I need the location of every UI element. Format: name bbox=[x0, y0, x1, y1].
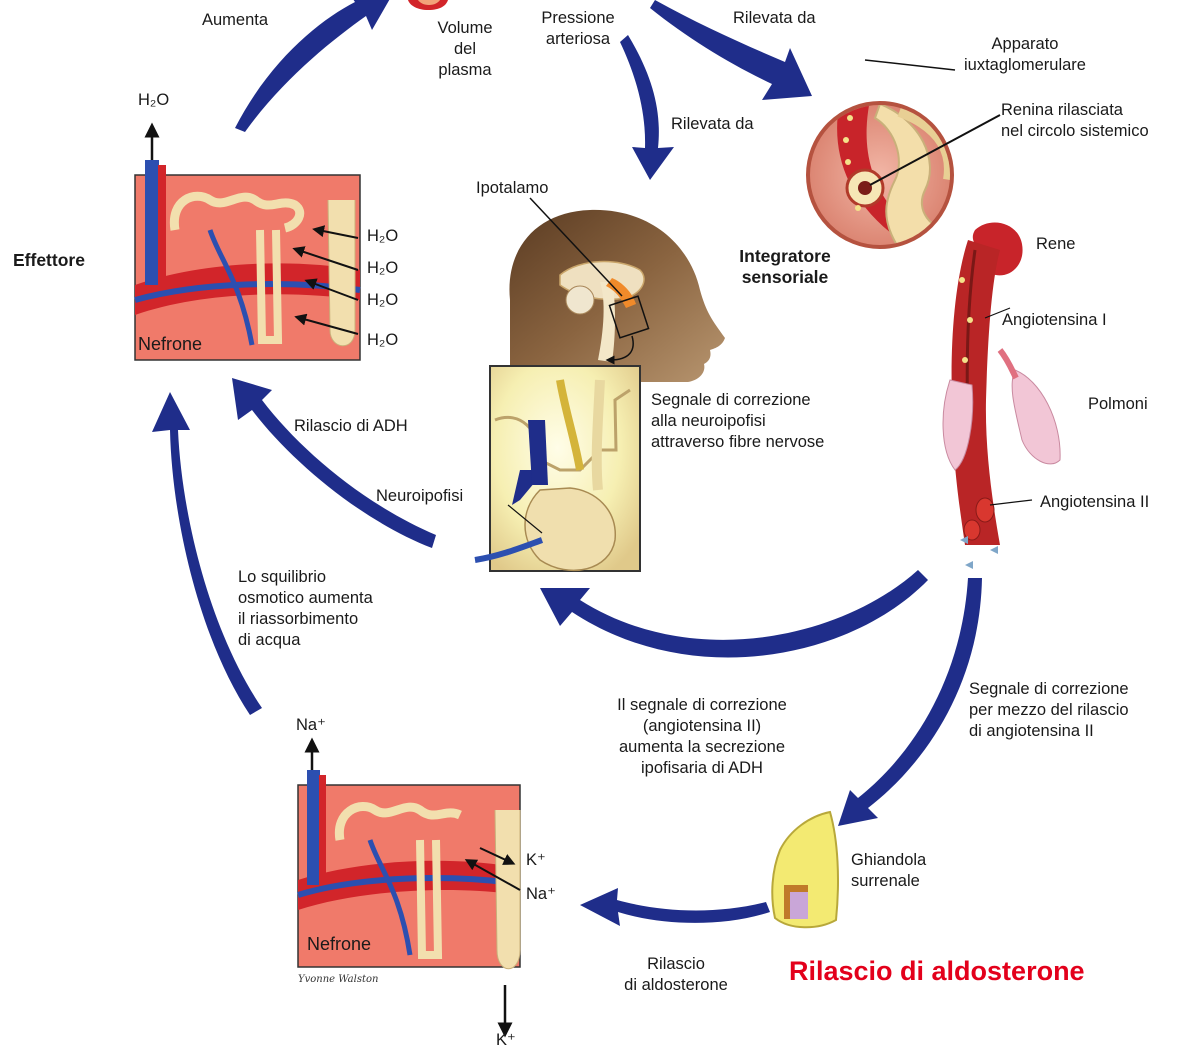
label-rilascio-aldosterone-highlight: Rilascio di aldosterone bbox=[789, 955, 1085, 987]
label-squilibrio-osmotico: Lo squilibrio osmotico aumenta il riasso… bbox=[238, 567, 373, 651]
nephron-top-illustration bbox=[135, 130, 360, 360]
label-rilascio-aldosterone: Rilascio di aldosterone bbox=[606, 954, 746, 996]
label-nefrone-bottom: Nefrone bbox=[307, 934, 371, 955]
label-rilascio-adh: Rilascio di ADH bbox=[294, 416, 408, 437]
adrenal-illustration bbox=[772, 812, 838, 927]
label-ipotalamo: Ipotalamo bbox=[476, 178, 548, 199]
label-renina: Renina rilasciata nel circolo sistemico bbox=[1001, 100, 1149, 142]
label-segnale-angiotensina-adh: Il segnale di correzione (angiotensina I… bbox=[592, 695, 812, 779]
label-pressione-arteriosa: Pressione arteriosa bbox=[528, 8, 628, 50]
head-illustration bbox=[509, 198, 725, 382]
label-integratore-sensoriale: Integratore sensoriale bbox=[730, 246, 840, 288]
label-angiotensina-2: Angiotensina II bbox=[1040, 492, 1149, 513]
label-apparato-iuxtaglomerulare: Apparato iuxtaglomerulare bbox=[940, 34, 1110, 76]
label-rene: Rene bbox=[1036, 234, 1075, 255]
label-polmoni: Polmoni bbox=[1088, 394, 1148, 415]
label-na-right: Na⁺ bbox=[526, 884, 556, 905]
label-rilevata-da-right: Rilevata da bbox=[733, 8, 816, 29]
arrow-left-up bbox=[152, 392, 262, 715]
label-h2o-4: H₂O bbox=[367, 330, 398, 351]
label-aumenta: Aumenta bbox=[202, 10, 268, 31]
label-h2o-3: H₂O bbox=[367, 290, 398, 311]
label-na-top: Na⁺ bbox=[296, 715, 326, 736]
label-ghiandola-surrenale: Ghiandola surrenale bbox=[851, 850, 926, 892]
jga-illustration bbox=[808, 60, 1000, 250]
arrow-rilevata-mid bbox=[620, 35, 674, 180]
label-h2o-1: H₂O bbox=[367, 226, 398, 247]
arrow-angiotensina-adh bbox=[540, 570, 928, 657]
label-h2o-2: H₂O bbox=[367, 258, 398, 279]
label-angiotensina-1: Angiotensina I bbox=[1002, 310, 1107, 331]
pituitary-closeup bbox=[475, 366, 640, 571]
label-rilevata-da-mid: Rilevata da bbox=[671, 114, 754, 135]
label-nefrone-top: Nefrone bbox=[138, 334, 202, 355]
label-neuroipofisi: Neuroipofisi bbox=[376, 486, 463, 507]
label-k-bottom: K⁺ bbox=[496, 1030, 516, 1051]
label-h2o-top: H₂O bbox=[138, 90, 169, 111]
label-segnale-rilascio-angiotensina: Segnale di correzione per mezzo del rila… bbox=[969, 679, 1129, 742]
label-effettore: Effettore bbox=[13, 250, 85, 271]
arrow-rilascio-adh bbox=[232, 378, 436, 548]
label-volume-plasma: Volume del plasma bbox=[420, 18, 510, 81]
arrow-rilascio-aldo bbox=[580, 888, 770, 926]
label-segnale-neuroipofisi: Segnale di correzione alla neuroipofisi … bbox=[651, 390, 824, 453]
kidney-lung-illustration bbox=[943, 222, 1060, 569]
artist-signature: Yvonne Walston bbox=[298, 974, 378, 985]
nephron-bottom-illustration bbox=[298, 745, 520, 1030]
label-k-right: K⁺ bbox=[526, 850, 546, 871]
top-vessel-illustration bbox=[408, 0, 448, 10]
